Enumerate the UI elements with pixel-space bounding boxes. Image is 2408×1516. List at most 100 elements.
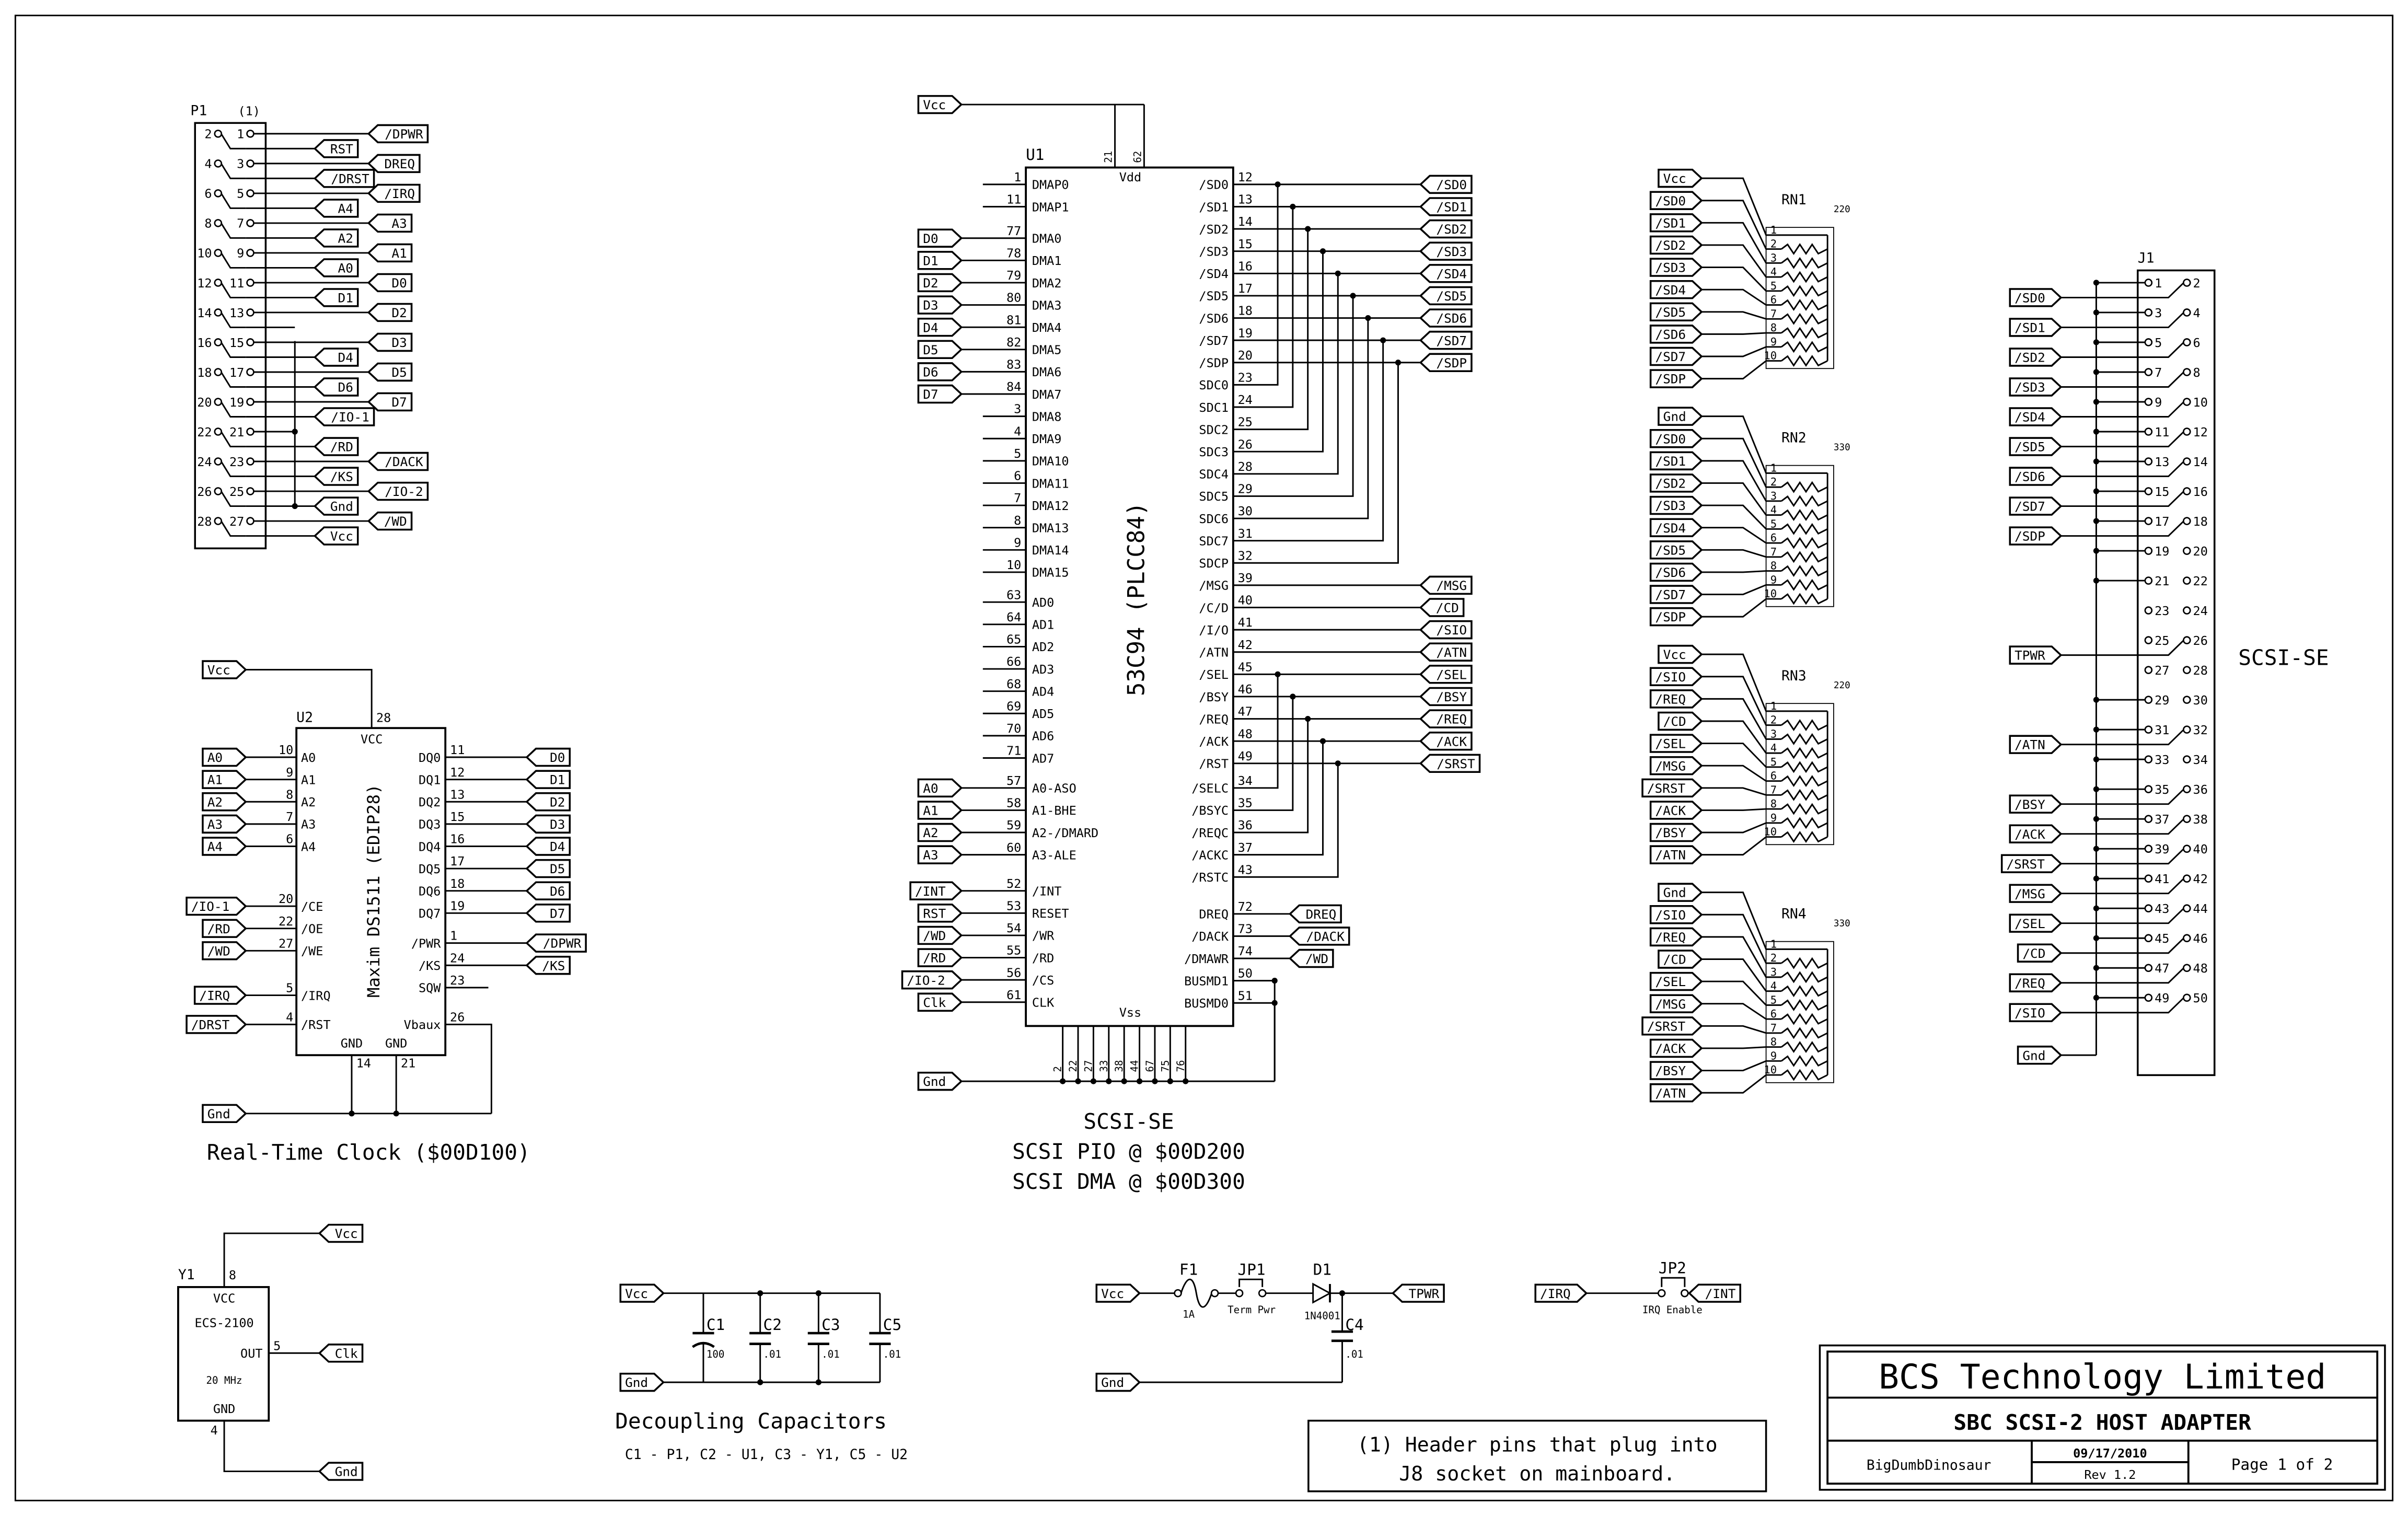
net-label-text: /SD6 [1436, 311, 1467, 326]
pin-number: 71 [1006, 744, 1021, 758]
pin-number: 48 [2193, 961, 2208, 976]
net-label-text: DREQ [1306, 907, 1337, 922]
net-flag-shape [917, 823, 963, 842]
net-label-text: /REQ [1436, 712, 1467, 727]
pin-contact [2144, 338, 2153, 346]
net-flag-shape [367, 481, 429, 501]
net-label-text: /ATN [1436, 645, 1467, 660]
net-label-text: /SD5 [1655, 542, 1686, 558]
pin-number: 24 [450, 951, 465, 965]
net-label-text: Gnd [923, 1074, 946, 1089]
pin-name: DMA4 [1032, 320, 1062, 335]
rn-wire [1701, 1025, 1781, 1034]
pin-contact [2144, 815, 2153, 823]
pin-number: 3 [1770, 966, 1777, 978]
pin-number: 16 [450, 832, 465, 847]
pin-number: 26 [1238, 437, 1253, 452]
pin-name: A2 [301, 795, 316, 809]
rn-wire [1701, 288, 1781, 306]
diode-ref: D1 [1313, 1260, 1332, 1278]
pin-number: 11 [1006, 192, 1021, 207]
pin-number: 39 [2155, 842, 2169, 857]
pin-contact [2183, 755, 2191, 763]
net-label-d3: D3 [525, 814, 571, 834]
pin-number: 10 [1006, 558, 1021, 572]
net-label-text: /IRQ [1540, 1286, 1571, 1301]
pin-contact [2183, 636, 2191, 644]
net-label-text: D7 [550, 906, 565, 921]
pin-number: 1 [1770, 938, 1777, 950]
rn-wire [1701, 765, 1781, 782]
pin-name: A3 [301, 817, 316, 832]
net-label-text: /SD7 [1655, 349, 1686, 364]
net-label-bsy: /BSY [1649, 1061, 1703, 1080]
pin-number: 17 [229, 365, 244, 380]
pin-number: 11 [229, 276, 244, 291]
net-flag-shape [525, 792, 571, 812]
pin-number: 1 [237, 127, 244, 142]
net-label-sd5: /SD5 [1419, 286, 1473, 306]
j1-connector-body [2137, 269, 2216, 1077]
pin-contact [2144, 785, 2153, 793]
pin-number: 6 [2193, 335, 2201, 350]
net-label-srst: /SRST [1641, 1016, 1703, 1036]
pin-number: 16 [2193, 484, 2208, 499]
net-label-int: /INT [909, 881, 963, 900]
pin-number: 23 [229, 455, 244, 469]
pin-name: /DACK [1191, 929, 1229, 944]
j1-signal-wire [2060, 401, 2184, 418]
pin-number: 26 [197, 484, 212, 499]
net-flag-shape [1649, 473, 1703, 493]
net-flag-shape [313, 258, 359, 277]
pin-name: /REQC [1191, 826, 1229, 840]
net-label-text: Vcc [335, 1226, 358, 1241]
pin-number: 3 [1770, 251, 1777, 264]
pin-number: 1 [1014, 170, 1021, 184]
net-label-text: /BSY [2015, 797, 2045, 812]
pin-number: 6 [286, 832, 293, 847]
net-label-text: /SIO [2015, 1005, 2045, 1021]
pin-number: 44 [1129, 1060, 1141, 1072]
net-label-sd3: /SD3 [1649, 495, 1703, 515]
pin-contact [246, 398, 254, 406]
net-flag-shape [2009, 288, 2063, 307]
u1-control-link [1233, 674, 1279, 789]
net-label-text: /INT [1705, 1286, 1736, 1301]
net-label-text: D5 [923, 342, 938, 357]
rn-outline [1765, 703, 1834, 846]
pin-contact [246, 279, 254, 287]
junction-dot [2093, 429, 2100, 435]
net-label-tpwr: TPWR [1391, 1283, 1445, 1303]
net-label-text: /SD3 [2015, 380, 2045, 395]
pin-number: 22 [1067, 1060, 1079, 1072]
y1-frequency: 20 MHz [206, 1374, 242, 1386]
pin-number: 5 [1770, 756, 1777, 768]
net-label-vcc: Vcc [1658, 644, 1703, 664]
j1-signal-wire [2060, 908, 2184, 924]
pin-contact [246, 219, 254, 227]
pin-name: /CS [1032, 973, 1054, 988]
net-label-d6: D6 [313, 377, 359, 397]
net-label-sel: /SEL [2009, 913, 2063, 933]
net-flag-shape [2009, 794, 2063, 814]
net-label-a3: A3 [917, 845, 963, 864]
net-label-text: A3 [923, 848, 938, 863]
pin-name: DREQ [1199, 907, 1229, 922]
net-flag-shape [1419, 308, 1473, 328]
net-label-text: Vcc [625, 1286, 648, 1301]
net-flag-shape [917, 1071, 963, 1091]
p1-even-wire [220, 163, 246, 179]
pin-number: 25 [1238, 415, 1253, 430]
net-label-text: Vcc [207, 663, 230, 678]
net-label-text: D0 [923, 231, 938, 246]
pin-number: 12 [450, 765, 465, 780]
decoupling-title: Decoupling Capacitors [615, 1408, 887, 1433]
net-flag-shape [1649, 495, 1703, 515]
net-label-text: /SEL [1436, 667, 1467, 682]
pin-number: 80 [1006, 291, 1021, 305]
pin-name: /RST [1199, 757, 1229, 771]
j1-signal-wire [2060, 938, 2184, 954]
net-label-d1: D1 [917, 251, 963, 270]
pin-number: 8 [1770, 797, 1777, 810]
pin-contact [1174, 1289, 1182, 1298]
